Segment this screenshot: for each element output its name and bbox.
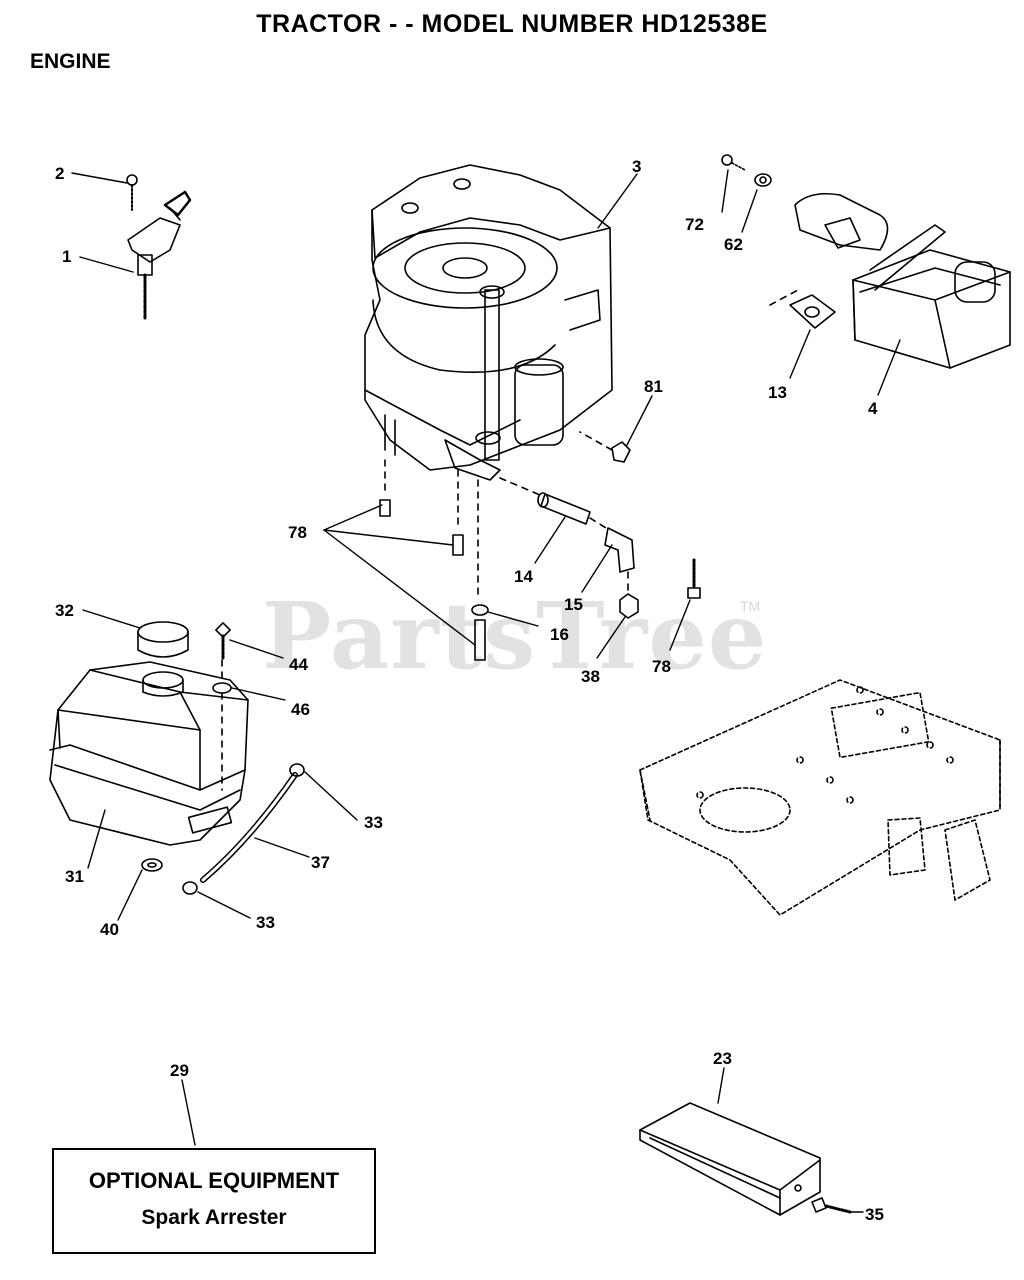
callout-14: 14 [514,567,533,586]
muffler-part [721,154,1011,369]
callout-62: 62 [724,235,743,254]
mounting-bolts-part [379,459,701,661]
leader-lines [71,169,901,1213]
callout-33b: 33 [256,913,275,932]
callout-23: 23 [713,1049,732,1068]
optional-equipment-title: OPTIONAL EQUIPMENT [88,1168,340,1193]
callout-29: 29 [170,1061,189,1080]
engine-part [364,164,613,481]
fuel-cap-part [137,621,189,658]
optional-equipment-item: Spark Arrester [141,1206,287,1229]
throttle-control-part [126,174,192,322]
callout-4: 4 [868,399,878,418]
tank-screw-part [212,622,232,791]
callout-15: 15 [564,595,583,614]
oil-drain-part [499,477,635,573]
fuel-line-part [141,763,305,895]
callout-44: 44 [289,655,308,674]
callout-78b: 78 [652,657,671,676]
callout-2: 2 [55,164,64,183]
shield-23-part [639,1102,852,1216]
callout-40: 40 [100,920,119,939]
watermark-logo: PartsTree [262,582,768,690]
bolt-81-part [579,431,631,463]
section-heading: ENGINE [30,50,111,73]
callout-37: 37 [311,853,330,872]
callout-16: 16 [550,625,569,644]
callout-31: 31 [65,867,84,886]
fuel-tank-part [49,661,249,846]
callout-78a: 78 [288,523,307,542]
page-title: TRACTOR - - MODEL NUMBER HD12538E [256,10,768,38]
callout-13: 13 [768,383,787,402]
callout-35: 35 [865,1205,884,1224]
callout-1: 1 [62,247,71,266]
watermark-tm: TM [740,598,761,614]
callout-81: 81 [644,377,663,396]
optional-equipment-box: OPTIONAL EQUIPMENT Spark Arrester [52,1148,376,1254]
callout-46: 46 [291,700,310,719]
callout-33a: 33 [364,813,383,832]
callout-3: 3 [632,157,641,176]
callout-72: 72 [685,215,704,234]
callout-32: 32 [55,601,74,620]
frame-part [639,679,1001,916]
callout-38: 38 [581,667,600,686]
